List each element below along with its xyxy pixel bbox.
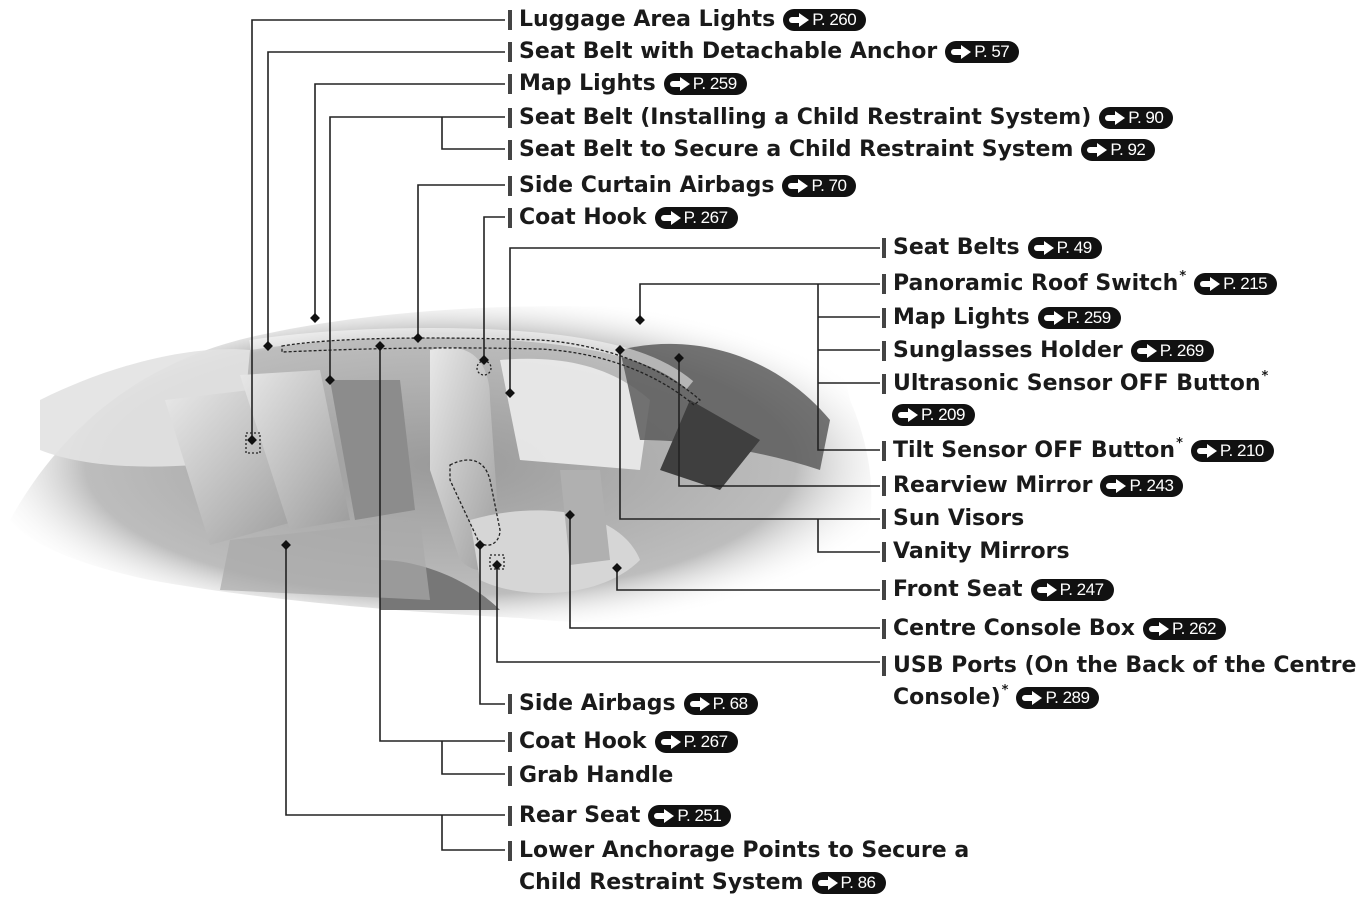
leader-line-detachable [268, 52, 505, 345]
label-panoramic-roof-switch: Panoramic Roof Switch*P. 215 [882, 271, 1277, 297]
page-ref[interactable]: P. 57 [945, 41, 1019, 63]
car-interior-photo [10, 306, 871, 623]
label-vanity-mirrors: Vanity Mirrors [882, 539, 1070, 565]
label-seat-belt-secure: Seat Belt to Secure a Child Restraint Sy… [508, 137, 1155, 163]
page-ref[interactable]: P. 86 [812, 872, 886, 894]
page-ref[interactable]: P. 259 [664, 73, 747, 95]
label-seat-belt-installing: Seat Belt (Installing a Child Restraint … [508, 105, 1173, 131]
page-ref[interactable]: P. 259 [1038, 307, 1121, 329]
leader-line-grab [442, 741, 505, 774]
leader-line-map-rear [315, 84, 505, 318]
label-usb-ports: USB Ports (On the Back of the Centre [882, 653, 1356, 679]
label-usb-ports-line2: Console)*P. 289 [882, 685, 1099, 711]
page-ref[interactable]: P. 243 [1100, 475, 1183, 497]
page-ref[interactable]: P. 209 [892, 404, 975, 426]
page-ref[interactable]: P. 92 [1081, 139, 1155, 161]
page-ref[interactable]: P. 68 [684, 693, 758, 715]
page-ref[interactable]: P. 90 [1099, 107, 1173, 129]
page-ref[interactable]: P. 215 [1194, 273, 1277, 295]
page-ref[interactable]: P. 269 [1131, 340, 1214, 362]
page-ref[interactable]: P. 210 [1191, 440, 1274, 462]
page-ref[interactable]: P. 70 [782, 175, 856, 197]
page-ref[interactable]: P. 247 [1031, 579, 1114, 601]
label-grab-handle: Grab Handle [508, 763, 673, 789]
page-ref[interactable]: P. 262 [1143, 618, 1226, 640]
label-lower-anchorage: Lower Anchorage Points to Secure a [508, 838, 969, 864]
page-ref[interactable]: P. 267 [655, 207, 738, 229]
page-ref[interactable]: P. 49 [1028, 237, 1102, 259]
label-ultrasonic-sensor: Ultrasonic Sensor OFF Button* [882, 371, 1268, 397]
page-ref[interactable]: P. 267 [655, 731, 738, 753]
page-ref[interactable]: P. 260 [783, 9, 866, 31]
page-ref[interactable]: P. 289 [1016, 687, 1099, 709]
page-ref[interactable]: P. 251 [648, 805, 731, 827]
label-ultrasonic-sensor-ref: P. 209 [882, 404, 975, 426]
leader-dot-map-rear [310, 313, 320, 323]
leader-line-secure [442, 117, 505, 149]
label-sun-visors: Sun Visors [882, 506, 1024, 532]
leader-line-anchorage [442, 815, 505, 850]
label-tilt-sensor: Tilt Sensor OFF Button*P. 210 [882, 438, 1274, 464]
